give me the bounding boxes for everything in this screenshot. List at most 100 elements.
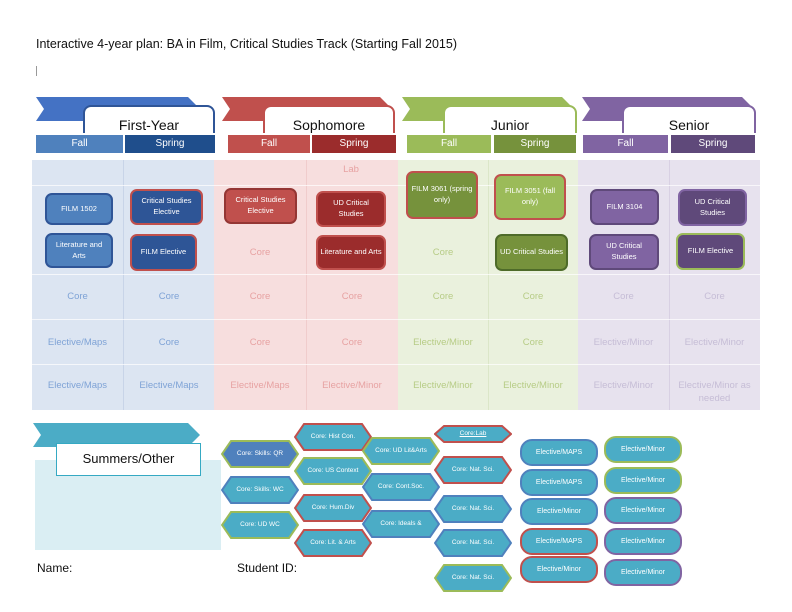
slot-elective-minor[interactable]: Elective/Minor (684, 337, 745, 348)
slot-elective-minor[interactable]: Elective/Minor (413, 337, 473, 348)
core-piece-label: Core: Nat. Sci. (451, 505, 495, 513)
text-cursor (36, 66, 37, 76)
course-ud-critical-studies[interactable]: UD Critical Studies (316, 191, 386, 227)
core-piece[interactable]: Core: Nat. Sci. (434, 529, 512, 557)
slot-core[interactable]: Core (249, 247, 271, 258)
slot-core[interactable]: Core (613, 291, 634, 302)
slot-core[interactable]: Core (341, 337, 363, 348)
course-ud-critical-studies[interactable]: UD Critical Studies (589, 234, 659, 270)
tab-first-year-spring[interactable]: Spring (125, 135, 215, 153)
year-junior[interactable]: Junior (443, 105, 577, 133)
course-film-1502[interactable]: FILM 1502 (45, 193, 113, 225)
course-critical-studies-elective[interactable]: Critical Studies Elective (130, 189, 203, 225)
core-piece[interactable]: Core: Nat. Sci. (434, 564, 512, 592)
core-piece-label: Core: UD WC (240, 521, 280, 529)
core-piece[interactable]: Core: Nat. Sci. (434, 456, 512, 484)
page-title: Interactive 4-year plan: BA in Film, Cri… (36, 37, 457, 51)
elective-piece[interactable]: Elective/Minor (520, 556, 598, 583)
slot-core[interactable]: Core (704, 291, 725, 302)
slot-elective-minor[interactable]: Elective/Minor (503, 380, 563, 391)
year-sophomore[interactable]: Sophomore (263, 105, 395, 133)
tab-first-year-fall[interactable]: Fall (36, 135, 123, 153)
slot-elective-minor[interactable]: Elective/Minor (593, 380, 654, 391)
core-piece[interactable]: Core: Nat. Sci. (434, 495, 512, 523)
core-piece-label: Core: Lit. & Arts (310, 539, 356, 547)
slot-elective-maps[interactable]: Elective/Maps (47, 380, 108, 391)
course-film-3051[interactable]: FILM 3051 (fall only) (494, 174, 566, 220)
elective-piece[interactable]: Elective/MAPS (520, 439, 598, 466)
divider (123, 160, 124, 410)
slot-core[interactable]: Core (522, 291, 544, 302)
name-label: Name: (37, 561, 73, 575)
summers-chevron (33, 423, 200, 447)
elective-piece[interactable]: Elective/Minor (604, 559, 682, 586)
slot-core[interactable]: Core (249, 291, 271, 302)
slot-core[interactable]: Core (67, 291, 88, 302)
core-piece[interactable]: Core: Hum.Div (294, 494, 372, 522)
course-film-elective[interactable]: FILM Elective (130, 234, 197, 271)
year-senior[interactable]: Senior (622, 105, 756, 133)
elective-piece[interactable]: Elective/MAPS (520, 469, 598, 496)
tab-junior-spring[interactable]: Spring (494, 135, 576, 153)
slot-core[interactable]: Core (432, 291, 454, 302)
divider (306, 160, 307, 410)
elective-piece[interactable]: Elective/Minor (520, 498, 598, 525)
course-literature-arts[interactable]: Literature and Arts (316, 235, 386, 270)
core-piece[interactable]: Core:Lab (434, 425, 512, 443)
tab-junior-fall[interactable]: Fall (407, 135, 491, 153)
year-first-year[interactable]: First-Year (83, 105, 215, 133)
divider (669, 160, 670, 410)
student-id-label: Student ID: (237, 561, 298, 575)
elective-piece[interactable]: Elective/Minor (604, 467, 682, 494)
summers-label: Summers/Other (56, 443, 201, 476)
slot-elective-minor[interactable]: Elective/Minor (593, 337, 654, 348)
core-piece[interactable]: Core: UD WC (221, 511, 299, 539)
divider (32, 364, 760, 365)
slot-elective-minor[interactable]: Elective/Minor (413, 380, 473, 391)
core-piece-label: Core: Skills: QR (236, 450, 284, 458)
slot-core[interactable]: Core (341, 291, 363, 302)
slot-core[interactable]: Core (158, 337, 180, 348)
course-film-3104[interactable]: FILM 3104 (590, 189, 659, 225)
core-piece-label: Core: Nat. Sci. (451, 574, 495, 582)
divider (32, 185, 760, 186)
slot-elective-maps[interactable]: Elective/Maps (230, 380, 290, 391)
slot-elective-minor[interactable]: Elective/Minor (322, 380, 382, 391)
slot-core[interactable]: Core (158, 291, 180, 302)
elective-piece[interactable]: Elective/MAPS (520, 528, 598, 555)
core-piece-label: Core: Nat. Sci. (451, 466, 495, 474)
core-piece[interactable]: Core: Cont.Soc. (362, 473, 440, 501)
slot-core[interactable]: Core (249, 337, 271, 348)
elective-piece[interactable]: Elective/Minor (604, 528, 682, 555)
core-piece[interactable]: Core: Lit. & Arts (294, 529, 372, 557)
course-literature-arts[interactable]: Literature and Arts (45, 233, 113, 268)
core-piece[interactable]: Core: Skills: WC (221, 476, 299, 504)
divider (32, 319, 760, 320)
tab-sophomore-fall[interactable]: Fall (228, 135, 310, 153)
slot-core[interactable]: Core (432, 247, 454, 258)
tab-senior-fall[interactable]: Fall (583, 135, 668, 153)
slot-elective-minor-as-needed[interactable]: Elective/Minor as needed (678, 380, 751, 404)
course-critical-studies-elective[interactable]: Critical Studies Elective (224, 188, 297, 224)
slot-elective-maps[interactable]: Elective/Maps (47, 337, 108, 348)
core-piece-label: Core: Cont.Soc. (377, 483, 425, 491)
course-ud-critical-studies[interactable]: UD Critical Studies (495, 234, 568, 271)
core-piece[interactable]: Core: Ideals & (362, 510, 440, 538)
tab-sophomore-spring[interactable]: Spring (312, 135, 396, 153)
elective-piece[interactable]: Elective/Minor (604, 436, 682, 463)
core-piece[interactable]: Core: UD Lit&Arts (362, 437, 440, 465)
divider (488, 160, 489, 410)
course-ud-critical-studies[interactable]: UD Critical Studies (678, 189, 747, 226)
slot-core[interactable]: Core (522, 337, 544, 348)
core-piece[interactable]: Core: Skills: QR (221, 440, 299, 468)
course-film-3061[interactable]: FILM 3061 (spring only) (406, 171, 478, 219)
slot-elective-maps[interactable]: Elective/Maps (139, 380, 199, 391)
tab-senior-spring[interactable]: Spring (671, 135, 755, 153)
core-piece[interactable]: Core: Hist Con. (294, 423, 372, 451)
lab-label: Lab (343, 164, 359, 175)
elective-piece[interactable]: Elective/Minor (604, 497, 682, 524)
course-film-elective[interactable]: FILM Elective (676, 233, 745, 270)
core-piece-label: Core: Ideals & (380, 520, 422, 528)
core-piece-label: Core: Nat. Sci. (451, 539, 495, 547)
core-piece[interactable]: Core: US Context (294, 457, 372, 485)
